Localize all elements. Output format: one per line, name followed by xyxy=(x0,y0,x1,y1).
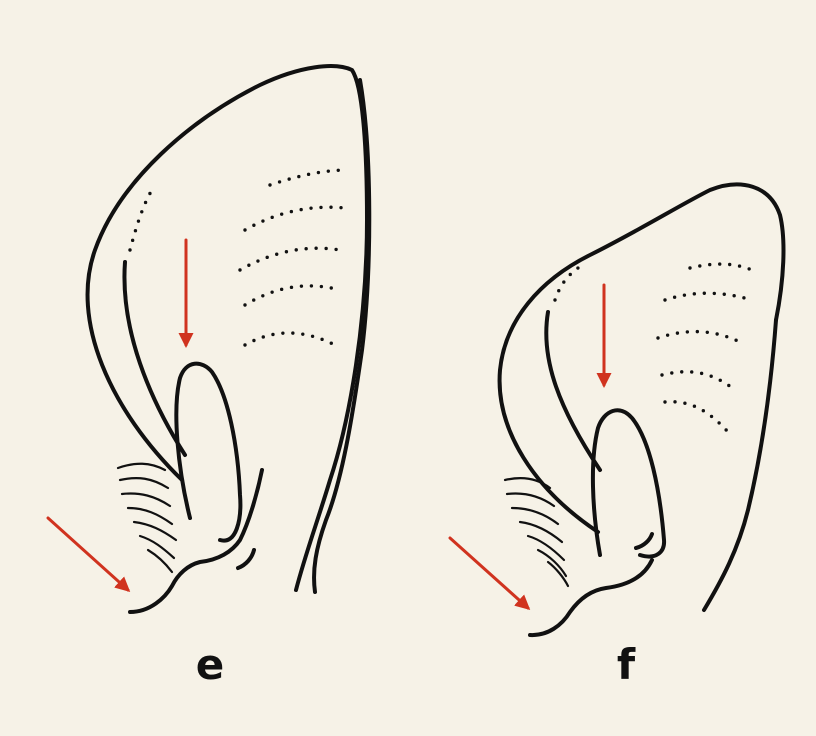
figure-label-f: f xyxy=(596,640,656,689)
figure-label-e: e xyxy=(180,640,240,689)
dotted-lines-e xyxy=(130,170,348,345)
hair-hatching-f xyxy=(505,478,568,586)
arrow-diagonal-f xyxy=(450,538,528,608)
helix-outline-f xyxy=(500,184,784,532)
dotted-lines-f xyxy=(555,264,752,432)
antitragus-e xyxy=(176,364,240,541)
arrow-diagonal-e xyxy=(48,518,128,590)
lower-edge-f xyxy=(530,560,652,635)
antihelix-rim-f xyxy=(704,320,776,610)
hair-hatching-e xyxy=(118,464,176,572)
antihelix-inner-f xyxy=(546,312,600,470)
ear-drawing-e xyxy=(48,66,369,612)
hook-e xyxy=(238,550,254,568)
hook-f xyxy=(636,534,652,548)
ear-drawing-f xyxy=(450,184,783,635)
